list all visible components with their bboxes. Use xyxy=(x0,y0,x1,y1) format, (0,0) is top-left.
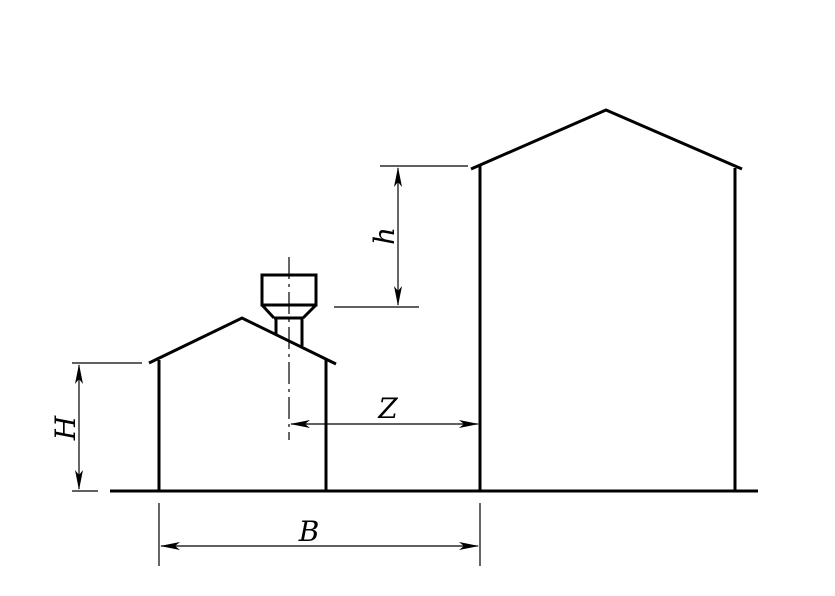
small-building xyxy=(148,316,337,491)
tall-building-roof xyxy=(470,108,743,171)
vent-cap-base xyxy=(301,303,318,320)
dimension-h: h xyxy=(334,165,468,308)
vent-cap-base xyxy=(260,303,276,320)
dimension-B: B xyxy=(158,503,481,566)
tall-building xyxy=(470,108,743,491)
label-h: h xyxy=(368,227,401,245)
roof-vent xyxy=(260,257,318,440)
label-Z: Z xyxy=(377,392,398,425)
label-H: H xyxy=(49,415,82,441)
label-B: B xyxy=(298,515,320,548)
small-building-roof xyxy=(148,316,337,366)
dimension-H: H xyxy=(49,362,142,492)
dimension-Z: Z xyxy=(290,392,479,428)
